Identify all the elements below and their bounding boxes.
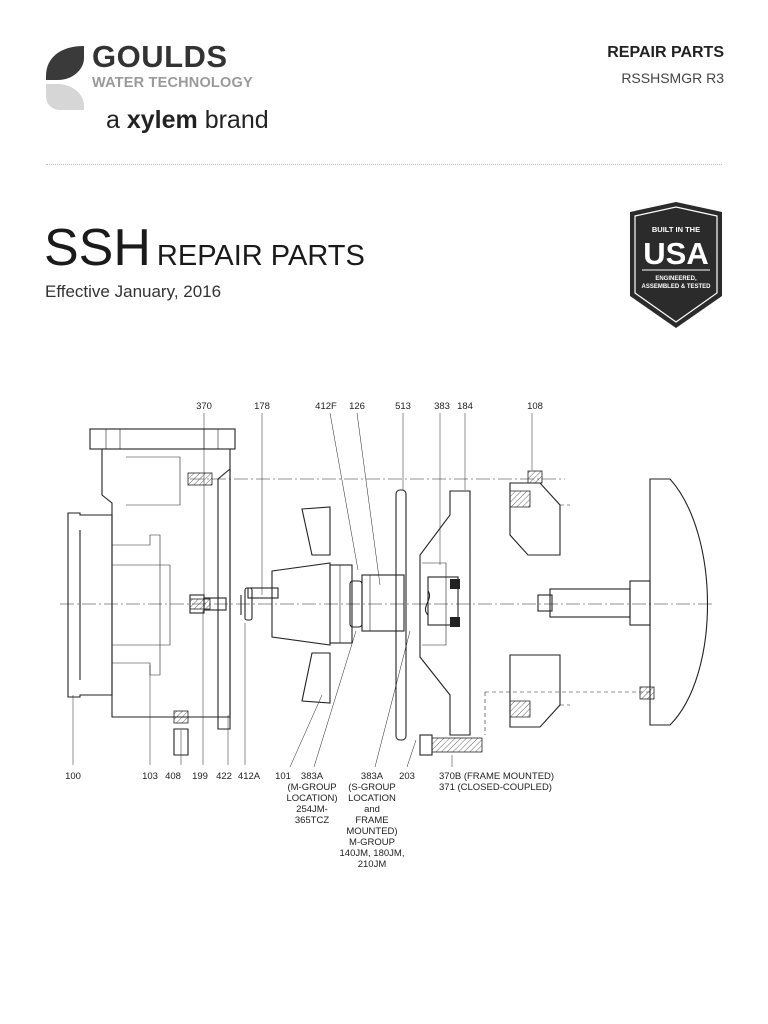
callout-383a-m-line5: 365TCZ — [295, 815, 330, 826]
label-412a: 412A — [238, 771, 261, 782]
label-178: 178 — [254, 401, 270, 412]
brand-tagline: a xylem brand — [106, 106, 269, 135]
badge-line2-text: ASSEMBLED & TESTED — [641, 284, 711, 290]
label-101: 101 — [275, 771, 291, 782]
callout-383a-s-line7: M-GROUP — [349, 837, 395, 848]
label-126: 126 — [349, 401, 365, 412]
title-rest: REPAIR PARTS — [156, 240, 365, 272]
built-in-usa-badge: BUILT IN THE USA ENGINEERED, ASSEMBLED &… — [630, 202, 722, 328]
label-408: 408 — [165, 771, 181, 782]
brand-name: GOULDS — [92, 39, 228, 74]
label-108: 108 — [527, 401, 543, 412]
label-513: 513 — [395, 401, 411, 412]
impeller-part — [271, 506, 405, 704]
callout-383a-s-line4: and — [364, 804, 380, 815]
adapter-part — [509, 470, 570, 728]
brand-subtitle: WATER TECHNOLOGY — [92, 75, 253, 91]
label-383: 383 — [434, 401, 450, 412]
callout-383a-s-line2: (S-GROUP — [348, 782, 396, 793]
tagline-brand: xylem — [126, 106, 198, 134]
badge-country-text: USA — [643, 236, 708, 271]
label-371: 371 (CLOSED-COUPLED) — [439, 782, 552, 793]
document-code: RSSHSMGR R3 — [621, 70, 724, 86]
label-199: 199 — [192, 771, 208, 782]
title-model: SSH — [44, 219, 151, 277]
callout-383a-s-line9: 210JM — [358, 859, 387, 870]
badge-top-text: BUILT IN THE — [652, 225, 700, 234]
document-kind: REPAIR PARTS — [607, 44, 724, 61]
label-184: 184 — [457, 401, 473, 412]
exploded-parts-diagram: 370 178 412F 126 513 383 184 108 — [60, 401, 712, 870]
goulds-logo-icon — [46, 46, 84, 110]
header-divider — [46, 164, 722, 165]
callout-383a-s-line6: MOUNTED) — [346, 826, 397, 837]
callout-383a-m-line3: LOCATION) — [286, 793, 337, 804]
callout-383a-s-line1: 383A — [361, 771, 384, 782]
callout-383a-s-line8: 140JM, 180JM, — [340, 848, 405, 859]
motor-part — [537, 478, 708, 726]
seal-housing-part — [419, 490, 471, 736]
callout-383a-s-group: 383A (S-GROUP LOCATION and FRAME MOUNTED… — [340, 771, 405, 870]
badge-line1-text: ENGINEERED, — [655, 276, 697, 282]
label-412f: 412F — [315, 401, 337, 412]
callout-383a-m-line2: (M-GROUP — [287, 782, 336, 793]
label-422: 422 — [216, 771, 232, 782]
tagline-prefix: a — [106, 106, 127, 134]
effective-date: Effective January, 2016 — [45, 282, 222, 301]
tagline-suffix: brand — [197, 106, 269, 134]
label-203: 203 — [399, 771, 415, 782]
callout-383a-s-line5: FRAME — [355, 815, 388, 826]
label-100: 100 — [65, 771, 81, 782]
label-370b: 370B (FRAME MOUNTED) — [439, 771, 554, 782]
casing-part — [67, 428, 236, 756]
label-370: 370 — [196, 401, 212, 412]
label-103: 103 — [142, 771, 158, 782]
callout-383a-m-line4: 254JM- — [296, 804, 328, 815]
callout-383a-s-line3: LOCATION — [348, 793, 396, 804]
callout-383a-m-group: 383A (M-GROUP LOCATION) 254JM- 365TCZ — [286, 771, 337, 826]
callout-383a-m-line1: 383A — [301, 771, 324, 782]
